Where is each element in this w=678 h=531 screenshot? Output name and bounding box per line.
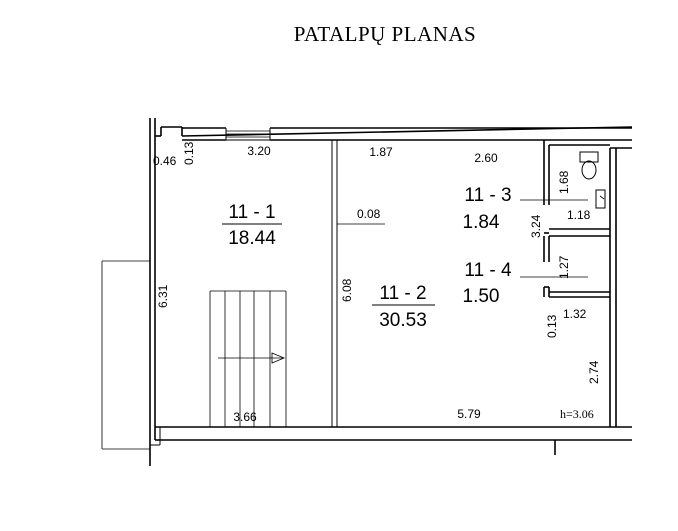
dimension-labels: 0.46 0.13 3.20 1.87 2.60 1.68 1.18 3.24 … xyxy=(153,141,601,424)
dim-label: 1.27 xyxy=(557,255,571,279)
dim-label: 1.68 xyxy=(557,170,571,194)
dim-label: 6.08 xyxy=(340,278,354,302)
dim-label: 2.60 xyxy=(474,151,498,165)
dim-label: 3.66 xyxy=(233,410,257,424)
dim-label: 1.87 xyxy=(369,145,393,159)
room-11-2: 11 - 2 30.53 xyxy=(372,283,435,331)
dim-label: 0.46 xyxy=(153,154,177,168)
sink-fixture xyxy=(595,189,606,209)
room-id: 11 - 3 xyxy=(464,185,511,206)
room-id: 11 - 4 xyxy=(464,260,512,281)
dim-label: 3.24 xyxy=(529,214,543,238)
room-11-4: 11 - 4 1.50 xyxy=(463,260,513,307)
dim-label: 3.20 xyxy=(247,144,271,158)
room-11-3: 11 - 3 1.84 xyxy=(463,185,512,233)
dimension-lines xyxy=(337,199,588,278)
room-id: 11 - 1 xyxy=(228,202,275,223)
dim-label: 1.18 xyxy=(567,208,591,222)
ceiling-height-note: h=3.06 xyxy=(560,407,594,421)
room-11-1: 11 - 1 18.44 xyxy=(222,202,282,249)
dim-label: 0.13 xyxy=(545,314,559,338)
room-area: 18.44 xyxy=(228,228,276,249)
dim-label: 5.79 xyxy=(457,407,481,421)
staircase xyxy=(101,260,287,450)
dim-label: 0.13 xyxy=(182,141,196,165)
plan-title: PATALPŲ PLANAS xyxy=(293,22,477,46)
room-id: 11 - 2 xyxy=(379,283,426,304)
interior-walls xyxy=(331,140,610,427)
dim-label: 1.32 xyxy=(563,307,587,321)
room-area: 1.50 xyxy=(463,286,500,307)
room-area: 1.84 xyxy=(463,212,500,233)
outer-walls xyxy=(149,118,633,466)
toilet-fixture xyxy=(579,151,599,180)
dim-label: 2.74 xyxy=(587,360,601,384)
dim-label: 0.08 xyxy=(357,207,381,221)
dim-label: 6.31 xyxy=(156,284,170,308)
room-area: 30.53 xyxy=(379,310,427,331)
